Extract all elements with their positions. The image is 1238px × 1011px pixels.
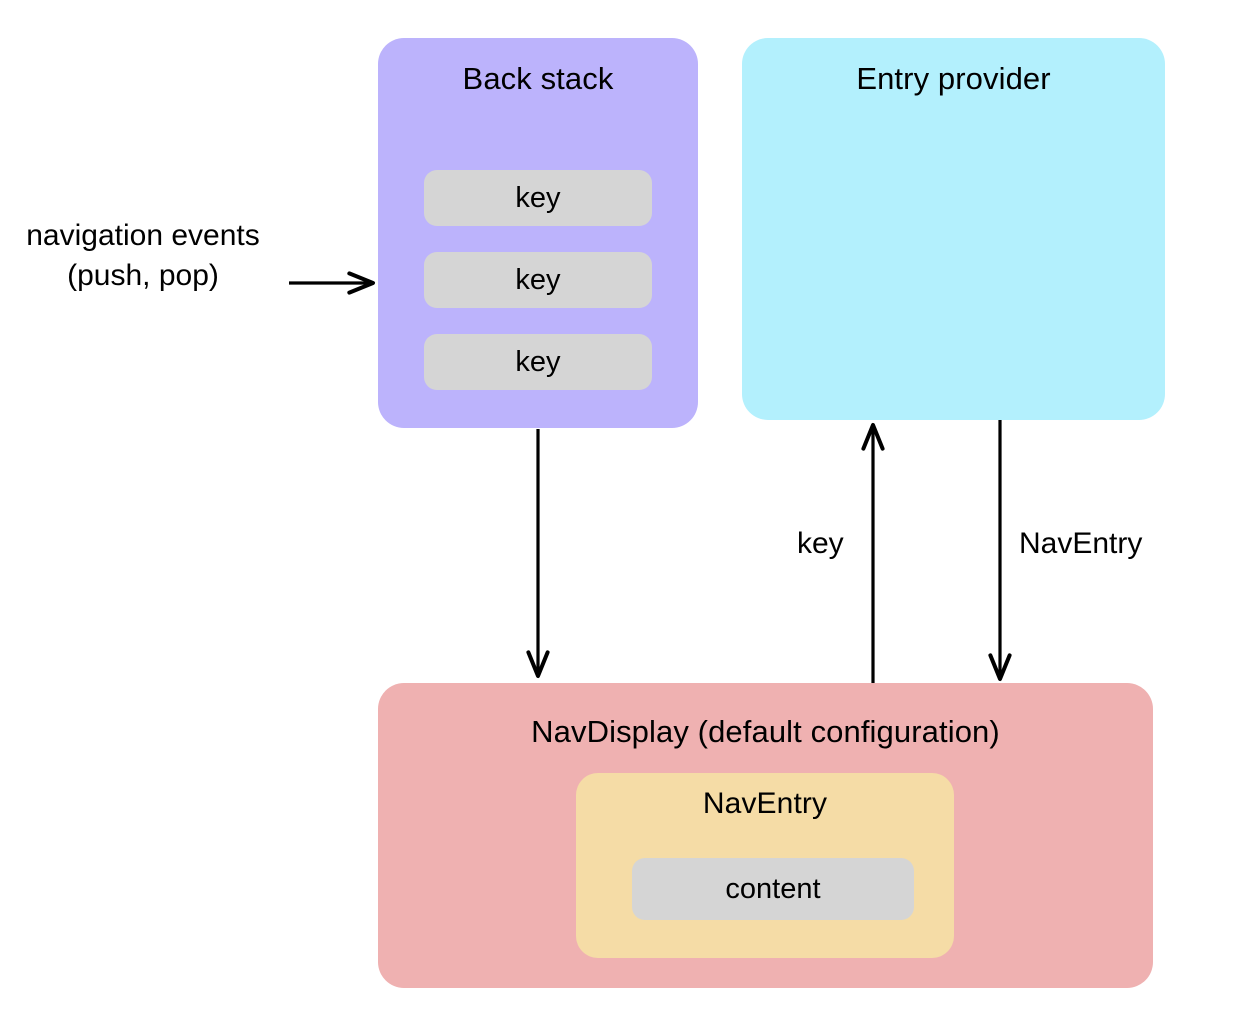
nav-display-naventry-item-content[interactable]: content [632, 858, 914, 920]
back-stack-item-0[interactable]: key [424, 170, 652, 226]
node-back-stack-title: Back stack [462, 61, 614, 96]
edge-label-key: key [797, 527, 844, 560]
navigation-events-line-1: navigation events [26, 219, 260, 252]
back-stack-item-1[interactable]: key [424, 252, 652, 308]
node-nav-display-naventry-title: NavEntry [702, 787, 828, 820]
node-nav-display-naventry[interactable]: NavEntry content [576, 773, 954, 958]
navigation-events-line-2: (push, pop) [67, 258, 219, 292]
node-nav-display[interactable]: NavDisplay (default configuration) NavEn… [378, 683, 1153, 988]
node-entry-provider-title: Entry provider [856, 61, 1051, 96]
back-stack-item-2[interactable]: key [424, 334, 652, 390]
node-nav-display-title: NavDisplay (default configuration) [531, 714, 1000, 749]
edge-label-naventry: NavEntry [1019, 527, 1143, 560]
navigation-events-label: navigation events (push, pop) [8, 216, 278, 295]
node-back-stack[interactable]: Back stack key key key [378, 38, 698, 428]
node-entry-provider[interactable]: Entry provider NavEntry key content [742, 38, 1165, 420]
